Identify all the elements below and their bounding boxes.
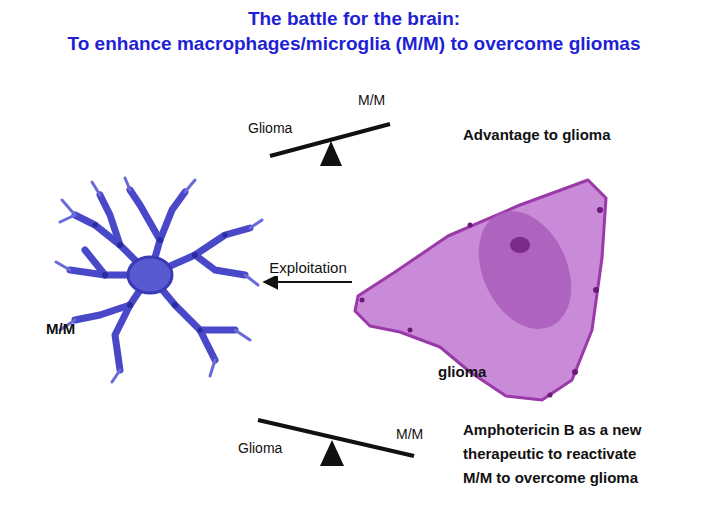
microglia-cell — [56, 178, 262, 382]
seesaw-label: Glioma — [248, 120, 292, 136]
fulcrum — [320, 440, 344, 466]
seesaw-label: Glioma — [238, 440, 282, 456]
outcome-note: Advantage to glioma — [463, 126, 611, 143]
fulcrum — [320, 141, 342, 166]
title: The battle for the brain: — [0, 8, 708, 30]
glioma-cell — [355, 180, 606, 400]
subtitle: To enhance macrophages/microglia (M/M) t… — [0, 33, 708, 55]
arrow — [264, 281, 352, 283]
cell-label: M/M — [46, 320, 75, 337]
edge-label: Exploitation — [267, 259, 349, 276]
cell-label: glioma — [438, 363, 486, 380]
therapy-note: Amphotericin B as a new therapeutic to r… — [463, 418, 663, 490]
seesaw-label: M/M — [396, 426, 423, 442]
glioma-node: glioma — [352, 175, 614, 405]
seesaw-label: M/M — [358, 92, 385, 108]
microglia-node: M/M — [40, 178, 264, 388]
